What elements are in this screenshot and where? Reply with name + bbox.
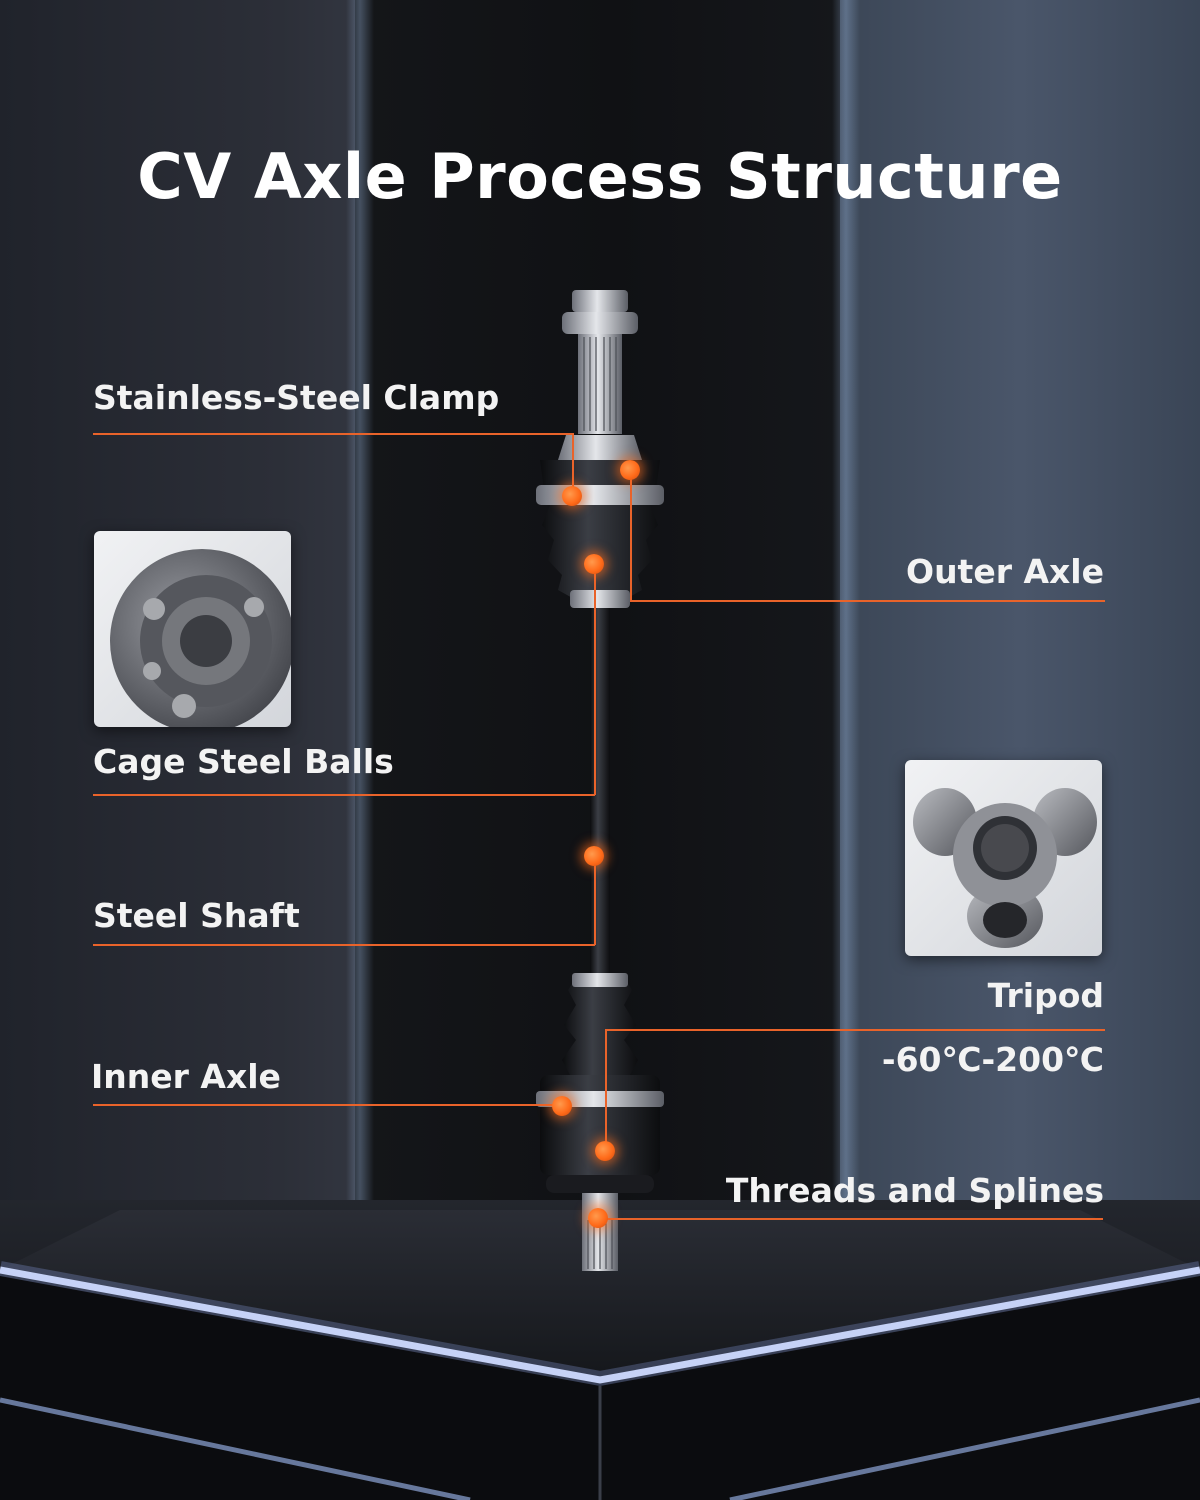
tripod-inset-image [905,760,1102,956]
highlight-dot-threads [588,1208,608,1228]
label-cage-steel-balls: Cage Steel Balls [93,742,394,781]
connector-line-inner-axle [93,1104,563,1106]
pedestal-light-strip [0,1210,1200,1500]
connector-line-outer-axle [630,600,1105,602]
highlight-dot-clamp [562,486,582,506]
connector-line-outer-vertical [630,470,632,601]
connector-line-steel-shaft [93,944,595,946]
label-temperature-range: -60℃-200℃ [881,1040,1104,1079]
label-outer-axle: Outer Axle [906,552,1104,591]
cage-steel-balls-inset-image [94,531,291,727]
label-stainless-steel-clamp: Stainless-Steel Clamp [93,378,500,417]
highlight-dot-cage-balls [584,554,604,574]
connector-line-clamp [93,433,573,435]
connector-line-shaft-vertical [594,857,596,945]
highlight-dot-inner-axle [552,1096,572,1116]
label-inner-axle: Inner Axle [91,1057,281,1096]
connector-line-tripod [605,1029,1105,1031]
highlight-dot-outer-axle [620,460,640,480]
cv-joint-cage-icon [110,549,291,727]
highlight-dot-steel-shaft [584,846,604,866]
label-steel-shaft: Steel Shaft [93,896,300,935]
connector-line-cage-vertical [594,565,596,795]
connector-line-threads [598,1218,1103,1220]
label-threads-and-splines: Threads and Splines [725,1171,1104,1210]
label-tripod: Tripod [987,976,1104,1015]
connector-line-clamp-vertical [572,433,574,495]
highlight-dot-tripod [595,1141,615,1161]
page-title: CV Axle Process Structure [137,140,1063,213]
tripod-joint-icon [913,788,1097,948]
cv-axle-image [536,290,664,1271]
connector-line-tripod-vertical [605,1030,607,1150]
connector-line-cage-balls [93,794,595,796]
